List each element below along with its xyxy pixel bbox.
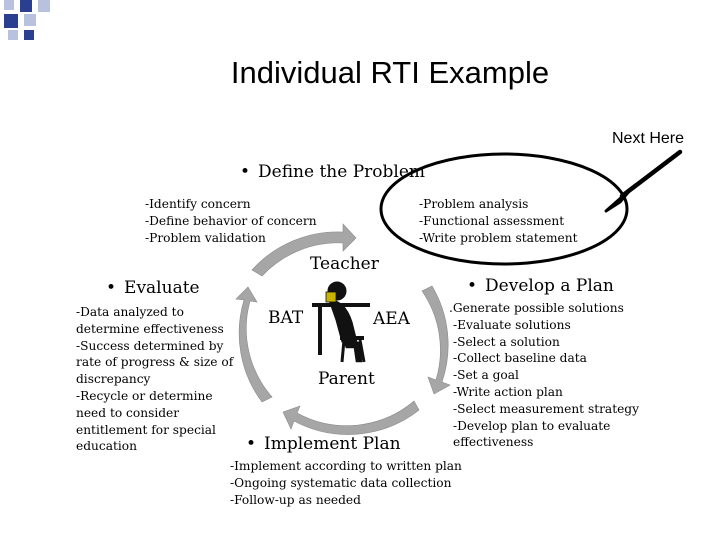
cycle-label-bat: BAT (268, 308, 304, 328)
evaluate-list: -Data analyzed to determine effectivenes… (76, 304, 233, 455)
bullet: • (106, 278, 117, 298)
list-item: -Success determined by (76, 338, 224, 353)
slide-title: Individual RTI Example (230, 55, 550, 90)
list-item: -Problem analysis (419, 197, 529, 211)
person-at-desk-figure (312, 281, 370, 363)
next-here-label: Next Here (612, 130, 685, 147)
list-item: effectiveness (453, 435, 534, 450)
list-item: -Recycle or determine (76, 388, 213, 403)
define-problem-heading: • Define the Problem (240, 162, 425, 182)
list-item: -Develop plan to evaluate (453, 418, 611, 433)
cycle-label-aea: AEA (373, 309, 410, 329)
list-item: -Ongoing systematic data collection (230, 475, 452, 490)
define-problem-title: Define the Problem (258, 162, 426, 182)
define-problem-list: -Identify concern -Define behavior of co… (145, 196, 317, 246)
list-item: -Functional assessment (419, 213, 565, 228)
list-item: determine effectiveness (76, 321, 224, 336)
cycle-arrows (235, 223, 451, 435)
list-item: -Data analyzed to (76, 305, 184, 319)
problem-analysis-list: -Problem analysis -Functional assessment… (419, 196, 578, 246)
corner-decoration (4, 0, 50, 40)
list-item: -Problem validation (145, 230, 266, 245)
highlight-ellipse (379, 152, 629, 266)
cycle-label-teacher: Teacher (310, 254, 379, 274)
list-item: .Generate possible solutions (449, 301, 624, 315)
list-item: -Follow-up as needed (230, 492, 361, 507)
list-item: -Collect baseline data (453, 351, 587, 366)
bullet: • (240, 162, 251, 182)
implement-plan-heading: • Implement Plan (246, 434, 401, 454)
list-item: -Write action plan (453, 384, 563, 399)
list-item: -Evaluate solutions (453, 317, 571, 332)
list-item: -Select a solution (453, 334, 560, 349)
cycle-label-parent: Parent (318, 369, 375, 389)
list-item: need to consider (76, 405, 180, 420)
implement-plan-list: -Implement according to written plan -On… (230, 458, 462, 508)
list-item: entitlement for special (76, 422, 216, 437)
list-item: -Set a goal (453, 368, 519, 383)
evaluate-heading: • Evaluate (106, 278, 200, 298)
bullet: • (467, 276, 478, 296)
list-item: -Implement according to written plan (230, 459, 462, 473)
develop-plan-title: Develop a Plan (485, 276, 614, 296)
list-item: -Select measurement strategy (453, 401, 639, 416)
implement-plan-title: Implement Plan (264, 434, 401, 454)
develop-plan-list: .Generate possible solutions -Evaluate s… (449, 300, 639, 451)
next-here-arrow (604, 149, 683, 213)
evaluate-title: Evaluate (124, 278, 200, 298)
list-item: rate of progress & size of (76, 355, 234, 370)
develop-plan-heading: • Develop a Plan (467, 276, 614, 296)
list-item: education (76, 439, 137, 454)
list-item: discrepancy (76, 372, 151, 387)
list-item: -Define behavior of concern (145, 213, 317, 228)
list-item: -Write problem statement (419, 230, 578, 245)
bullet: • (246, 434, 257, 454)
list-item: -Identify concern (145, 197, 251, 211)
